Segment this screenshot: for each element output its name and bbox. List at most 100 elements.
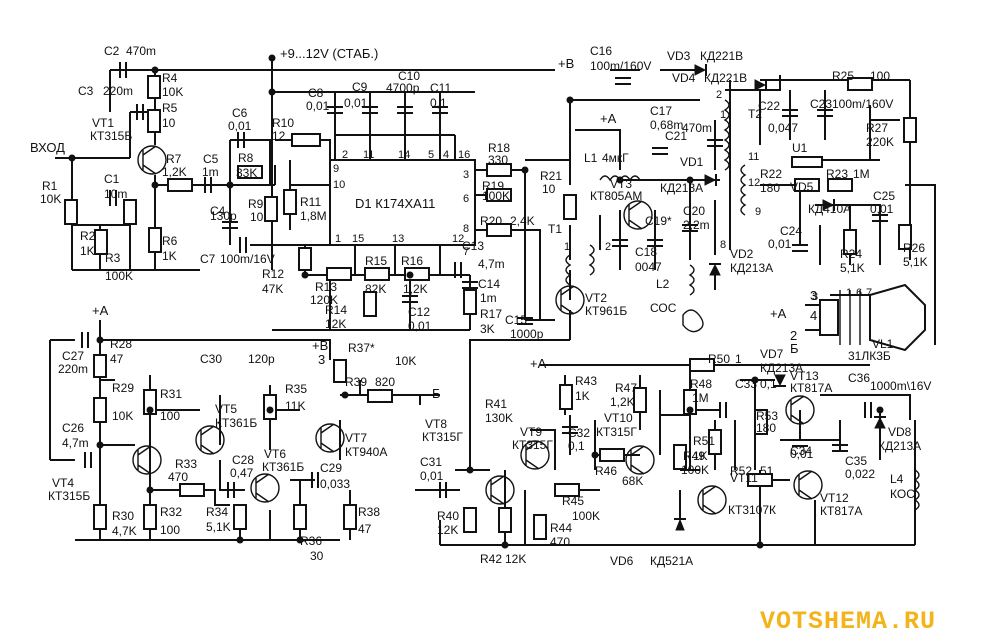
capacitor-value: 0,1: [760, 377, 777, 391]
transistor-ref: VT2: [585, 291, 607, 305]
resistor-value: 1K: [693, 449, 708, 463]
winding-pin: 12: [748, 177, 760, 189]
capacitor-ref: C30: [200, 352, 222, 366]
capacitor-ref: C15: [505, 313, 527, 327]
winding-pin: 1: [846, 287, 852, 299]
resistor-ref: R34: [206, 505, 228, 519]
r28-body: [93, 354, 107, 378]
resistor-ref: R27: [866, 121, 888, 135]
capacitor-value: 1000m\16V: [870, 379, 931, 393]
resistor-ref: R15: [365, 254, 387, 268]
capacitor-value: 0,01: [420, 469, 444, 483]
resistor-ref: R4: [162, 71, 178, 85]
r36-body: [293, 504, 307, 530]
r6-body: [148, 227, 162, 253]
r34-body: [233, 504, 247, 530]
capacitor-ref: C22: [758, 99, 780, 113]
resistor-value: 470: [550, 535, 570, 549]
r14-body: [363, 291, 377, 317]
c32-plates: [562, 426, 578, 434]
r45-body: [554, 483, 580, 497]
r33-body: [179, 483, 205, 497]
component-ref: VL1: [872, 337, 894, 351]
capacitor-ref: C19*: [645, 214, 672, 228]
c6-plates: [237, 132, 245, 148]
resistor-ref: R46: [595, 464, 617, 478]
inductor-ref: L1: [584, 151, 598, 165]
vt3-symbol: [623, 200, 653, 230]
capacitor-value: 0,47: [230, 466, 254, 480]
b-out-label: Б: [432, 386, 441, 401]
resistor-value: 10K: [395, 354, 416, 368]
r26-body: [898, 224, 912, 250]
resistor-value: 470: [168, 470, 188, 484]
capacitor-value: 0,68m: [650, 118, 683, 132]
r19-body: [486, 188, 512, 202]
resistor-ref: R35: [285, 382, 307, 396]
resistor-value: 10: [250, 210, 264, 224]
diode-ref: VD7: [760, 347, 784, 361]
resistor-ref: R26: [903, 241, 925, 255]
vt8-symbol: [485, 475, 515, 505]
chip-pin: 10: [333, 179, 345, 191]
transistor-ref: VT8: [425, 417, 447, 431]
r20-body: [486, 223, 512, 237]
r8-body: [237, 165, 263, 179]
resistor-bodies: [64, 75, 917, 540]
c21-plates: [707, 139, 723, 147]
diode-value: КД213А: [760, 361, 803, 375]
transistor-value: КТ315Б: [48, 489, 90, 503]
resistor-value: 30: [310, 549, 324, 563]
resistor-ref: R45: [562, 494, 584, 508]
capacitor-value: 220m: [58, 362, 88, 376]
capacitor-ref: C31: [420, 455, 442, 469]
diode-value: КД221В: [704, 71, 747, 85]
r22-body: [794, 178, 820, 192]
winding-pin: 8: [720, 239, 726, 251]
resistor-value: 1,2K: [162, 165, 187, 179]
c34-plates: [792, 439, 808, 447]
resistor-value: 33K: [236, 166, 257, 180]
resistor-ref: R44: [550, 521, 572, 535]
capacitor-ref: C14: [478, 277, 500, 291]
capacitor-ref: C24: [780, 224, 802, 238]
resistor-value: 5,1K: [903, 255, 928, 269]
resistor-value: 220K: [866, 135, 894, 149]
resistor-value: 10K: [112, 409, 133, 423]
resistor-value: 10K: [162, 85, 183, 99]
capacitor-value: 0,033: [320, 477, 350, 491]
coc-coil: [682, 309, 704, 333]
plus-a-3: +А: [530, 356, 547, 371]
capacitor-ref: C13: [462, 239, 484, 253]
winding-pin: 2: [605, 241, 611, 253]
r2-body: [94, 229, 108, 255]
capacitor-value: 1000p: [510, 327, 544, 341]
vt12-symbol: [793, 470, 823, 500]
resistor-value: 4,7K: [112, 524, 137, 538]
r39-body: [367, 389, 393, 403]
junctions: [68, 54, 884, 549]
l2-coil: [688, 264, 695, 296]
plus-b-top: +В: [558, 56, 574, 71]
transistor-ref: VT5: [215, 402, 237, 416]
t2-primary: [723, 99, 730, 171]
capacitor-ref: C4: [210, 204, 226, 218]
resistor-value: 5,1K: [840, 261, 865, 275]
chip-d1: [329, 159, 476, 246]
r13-body: [326, 267, 352, 281]
resistor-ref: R50: [708, 352, 730, 366]
capacitor-value: 10m: [104, 187, 127, 201]
vt7-symbol: [315, 423, 345, 453]
pin3-crt-label: 3: [810, 288, 817, 303]
c4-plates: [222, 221, 238, 229]
vd6-symbol: [674, 518, 686, 531]
vt11-symbol: [697, 485, 727, 515]
resistor-ref: R17: [480, 307, 502, 321]
resistor-value: 100: [160, 409, 180, 423]
capacitor-ref: C21: [665, 129, 687, 143]
capacitor-value: 2,2m: [683, 218, 710, 232]
